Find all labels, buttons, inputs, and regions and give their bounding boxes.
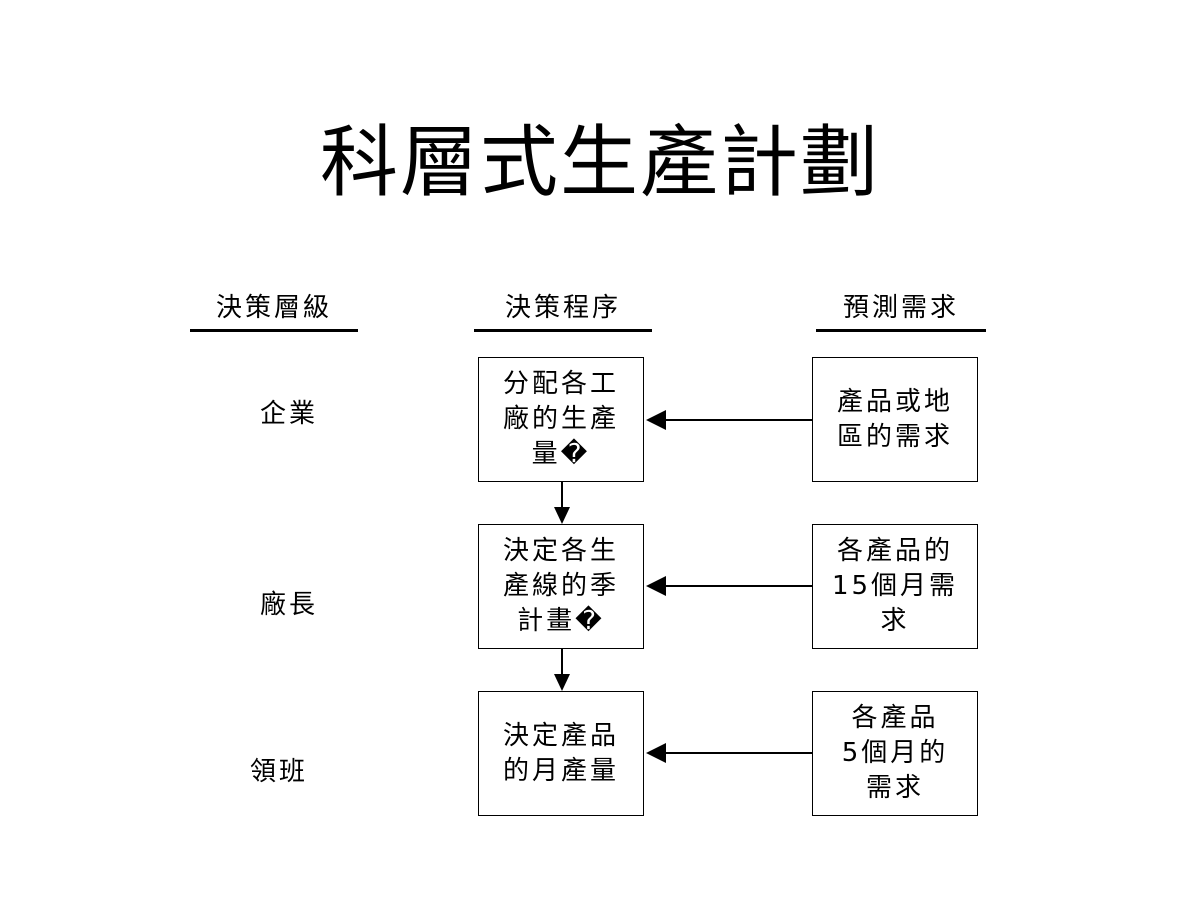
header-decision-level: 決策層級 <box>190 291 358 332</box>
arrow-procedure-2-to-3 <box>554 649 570 691</box>
procedure-box-quarterly-plan: 決定各生 產線的季 計畫� <box>478 524 644 649</box>
level-enterprise: 企業 <box>259 399 318 429</box>
level-plant-manager: 廠長 <box>259 590 318 620</box>
forecast-box-region-demand: 產品或地 區的需求 <box>812 357 978 482</box>
forecast-box-15-month-demand: 各產品的 15個月需 求 <box>812 524 978 649</box>
arrow-forecast-to-procedure-3 <box>646 743 812 763</box>
arrow-forecast-to-procedure-1 <box>646 410 812 430</box>
procedure-box-monthly-output: 決定產品 的月產量 <box>478 691 644 816</box>
procedure-box-allocate-production: 分配各工 廠的生產 量� <box>478 357 644 482</box>
header-decision-procedure: 決策程序 <box>474 291 652 332</box>
level-foreman: 領班 <box>249 757 308 787</box>
header-demand-forecast: 預測需求 <box>816 291 986 332</box>
page-title: 科層式生產計劃 <box>319 118 880 208</box>
arrow-procedure-1-to-2 <box>554 482 570 524</box>
forecast-box-5-month-demand: 各產品 5個月的 需求 <box>812 691 978 816</box>
arrow-forecast-to-procedure-2 <box>646 576 812 596</box>
